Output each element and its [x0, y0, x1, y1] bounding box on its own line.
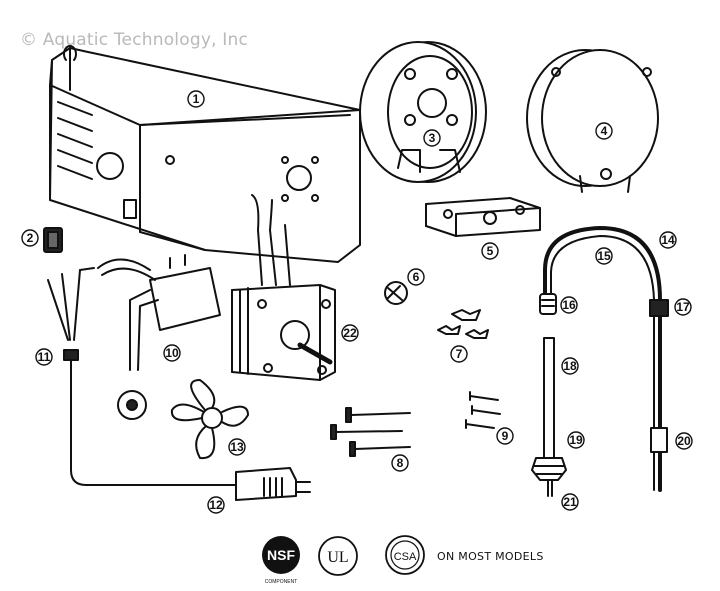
callout-5: 5	[481, 242, 499, 260]
svg-text:15: 15	[597, 249, 611, 263]
fitting-part	[384, 281, 408, 305]
pump-head-front	[359, 41, 487, 183]
svg-text:13: 13	[230, 440, 244, 454]
callout-12: 12	[207, 496, 225, 514]
enclosure-housing	[49, 45, 361, 263]
dip-tube	[531, 337, 567, 497]
callout-21: 21	[561, 493, 579, 511]
cooling-fan	[170, 379, 249, 460]
copyright-watermark: © Aquatic Technology, Inc	[20, 30, 249, 50]
wing-nuts	[437, 309, 489, 339]
callout-10: 10	[163, 344, 181, 362]
stepper-motor	[231, 194, 336, 381]
pump-head-back	[526, 49, 659, 193]
callout-18: 18	[561, 357, 579, 375]
callout-11: 11	[35, 348, 53, 366]
nsf-logo: NSF COMPONENT	[262, 536, 300, 585]
svg-text:17: 17	[676, 300, 690, 314]
svg-text:19: 19	[569, 433, 583, 447]
callout-8: 8	[391, 454, 409, 472]
svg-text:20: 20	[677, 434, 691, 448]
svg-text:22: 22	[343, 326, 357, 340]
csa-logo: CSA	[385, 535, 425, 575]
svg-text:10: 10	[165, 346, 179, 360]
callout-22: 22	[341, 324, 359, 342]
callout-13: 13	[228, 438, 246, 456]
ul-logo: UL	[318, 536, 358, 576]
power-cord	[47, 267, 311, 501]
svg-text:9: 9	[502, 429, 509, 443]
callout-19: 19	[567, 431, 585, 449]
rocker-switch	[43, 227, 63, 253]
callout-6: 6	[407, 268, 425, 286]
callout-17: 17	[674, 298, 692, 316]
callout-4: 4	[595, 122, 613, 140]
svg-text:3: 3	[429, 131, 436, 145]
svg-text:COMPONENT: COMPONENT	[265, 579, 298, 585]
callout-1: 1	[187, 90, 205, 108]
callout-15: 15	[595, 247, 613, 265]
svg-text:NSF: NSF	[267, 547, 295, 563]
screws	[465, 391, 501, 429]
certification-note: ON MOST MODELS	[437, 550, 544, 563]
tubing-assembly	[539, 226, 669, 492]
bolts	[330, 407, 411, 457]
callout-14: 14	[659, 231, 677, 249]
svg-text:4: 4	[601, 124, 608, 138]
svg-text:7: 7	[456, 347, 463, 361]
callout-9: 9	[496, 427, 514, 445]
svg-text:5: 5	[487, 244, 494, 258]
callout-16: 16	[560, 296, 578, 314]
svg-text:8: 8	[397, 456, 404, 470]
rectifier-block	[97, 254, 221, 420]
roller-bracket	[425, 197, 541, 237]
svg-text:14: 14	[661, 233, 675, 247]
svg-text:1: 1	[193, 92, 200, 106]
svg-text:2: 2	[27, 231, 34, 245]
svg-text:21: 21	[563, 495, 577, 509]
callout-markers: 1 2 3 4 5 6 7 8 9 10 11 12 13 14 15 16 1…	[21, 90, 693, 514]
callout-2: 2	[21, 229, 39, 247]
svg-text:UL: UL	[327, 549, 348, 566]
svg-text:CSA: CSA	[394, 551, 417, 563]
svg-text:6: 6	[413, 270, 420, 284]
svg-text:12: 12	[209, 498, 223, 512]
svg-text:11: 11	[38, 350, 51, 364]
svg-text:18: 18	[563, 359, 577, 373]
callout-7: 7	[450, 345, 468, 363]
callout-20: 20	[675, 432, 693, 450]
callout-3: 3	[423, 129, 441, 147]
svg-text:16: 16	[562, 298, 576, 312]
